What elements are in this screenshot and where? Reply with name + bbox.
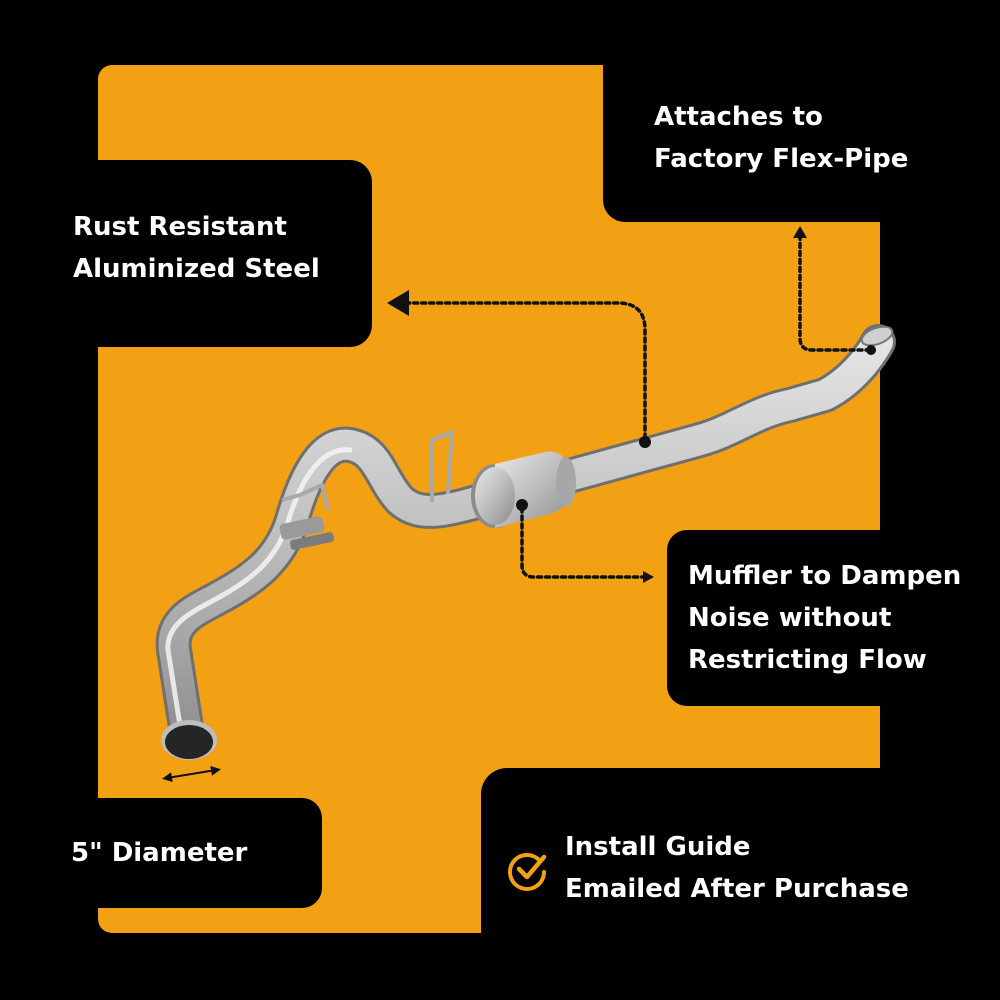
install-label: Install Guide Emailed After Purchase [565,826,909,910]
steel-line-2: Aluminized Steel [73,254,320,284]
flex-pipe-box [603,40,1000,222]
muffler-box [667,530,1000,706]
steel-box [0,160,372,347]
pipe-tip-inner [165,725,213,759]
callout-arrowheads [387,226,807,583]
muffler-dot [516,499,528,511]
hanger-left [281,482,330,511]
pipe-clamp-2 [289,532,335,550]
install-line-2: Emailed After Purchase [565,874,909,904]
check-circle-icon [508,853,547,891]
steel-line-1: Rust Resistant [73,212,287,242]
muffler-line-1: Muffler to Dampen [688,561,962,591]
muffler-label: Muffler to Dampen Noise without Restrict… [688,555,961,681]
diameter-arrow [162,765,221,783]
callout-dots [516,345,876,511]
diameter-label: 5" Diameter [71,832,247,874]
hanger-middle [430,428,455,502]
muffler-line-3: Restricting Flow [688,645,927,675]
steel-arrowhead [387,290,409,316]
pipe-highlight [165,447,353,741]
diameter-box [0,798,322,908]
exhaust-pipe-image [155,324,896,760]
steel-dot [639,436,651,448]
install-box [481,768,1000,1000]
steel-label: Rust Resistant Aluminized Steel [73,206,320,290]
flex-pipe-arrowhead [793,226,807,238]
install-line-1: Install Guide [565,832,751,862]
muffler-arrowhead [643,571,654,583]
muffler-line [520,506,647,579]
pipe-clamp [279,516,325,540]
diameter-line-1: 5" Diameter [71,838,248,868]
steel-line [403,301,647,440]
flange [860,325,894,347]
flex-pipe-line-1: Attaches to [654,102,823,132]
flex-pipe-line-2: Factory Flex-Pipe [654,144,909,174]
muffler [471,451,576,528]
muffler-line-2: Noise without [688,603,892,633]
flex-pipe-line [798,233,872,352]
flex-pipe-label: Attaches to Factory Flex-Pipe [654,96,908,180]
flex-pipe-dot [866,345,876,355]
callout-lines [403,233,872,579]
